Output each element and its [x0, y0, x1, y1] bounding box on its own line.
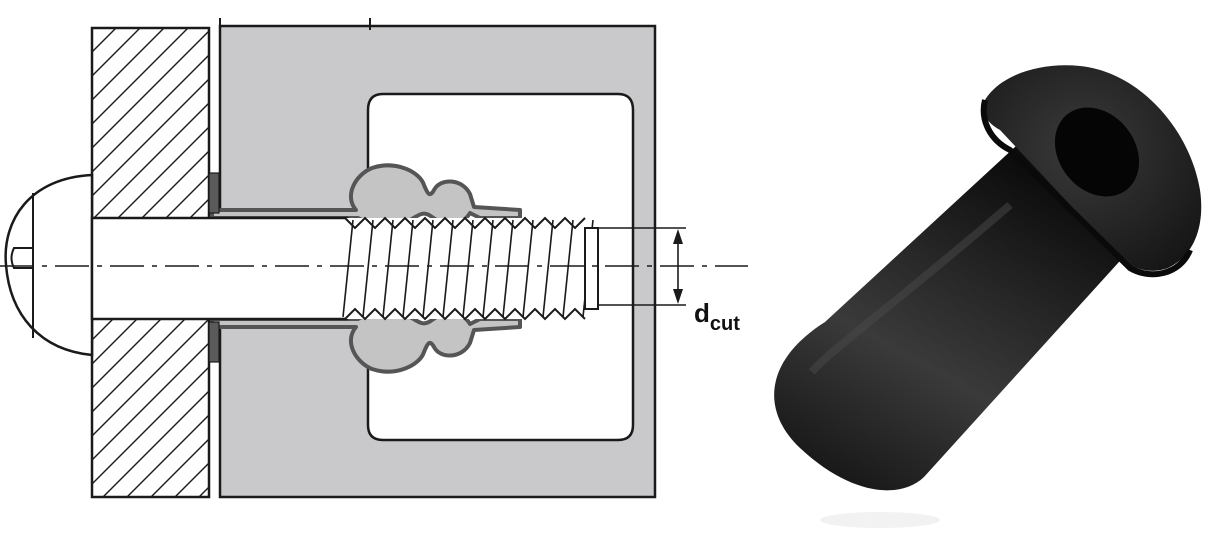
- dimension-label-main: d: [694, 298, 710, 328]
- thread-line: [502, 219, 514, 318]
- thread-line: [542, 219, 554, 318]
- screw-head: [4, 173, 94, 357]
- thread-line: [422, 219, 434, 318]
- cross-section-diagram: dcut: [0, 18, 748, 499]
- thread-line: [402, 219, 414, 318]
- thread-line: [362, 219, 374, 318]
- screw-shank: [90, 216, 349, 321]
- dimension-d-cut: dcut: [598, 227, 740, 335]
- thread-line: [462, 219, 474, 318]
- nut-body: [774, 135, 1128, 491]
- thread-crest-bottom: [344, 307, 586, 321]
- thread-teeth: [342, 216, 594, 321]
- thread-line: [342, 219, 354, 318]
- gray-housing: [218, 18, 657, 499]
- thread-line: [482, 219, 494, 318]
- thread-crest-top: [344, 216, 586, 230]
- thread-line: [382, 219, 394, 318]
- nut-hole: [1054, 107, 1140, 197]
- thread-line: [442, 219, 454, 318]
- rubber-well-nut-illustration: [774, 65, 1202, 528]
- thread-line: [522, 219, 534, 318]
- dimension-label-subscript: cut: [710, 313, 740, 335]
- screw-thread: [342, 216, 599, 321]
- dimension-label: dcut: [694, 298, 740, 335]
- thread-line: [562, 219, 574, 318]
